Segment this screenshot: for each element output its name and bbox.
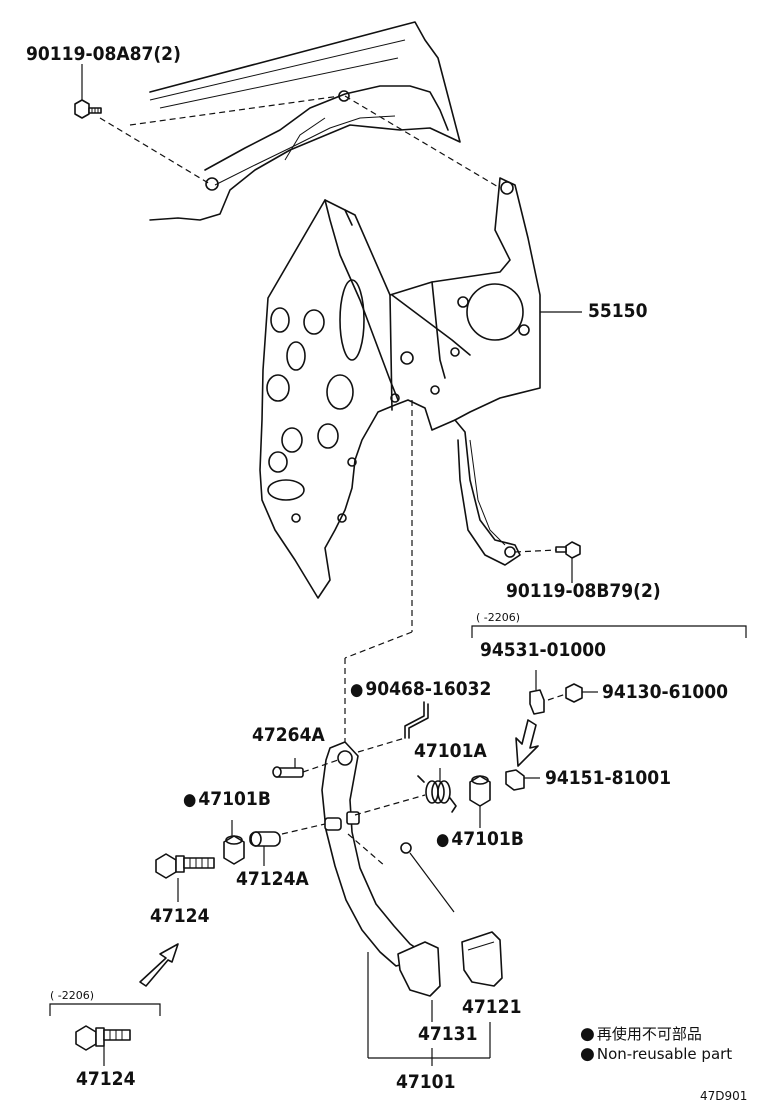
label-47101: 47101 bbox=[396, 1071, 456, 1093]
label-55150: 55150 bbox=[588, 300, 648, 322]
bushing-sleeve-bolt bbox=[139, 820, 326, 987]
label-47264a: 47264A bbox=[252, 724, 325, 746]
label-94531-01000: 94531-01000 bbox=[480, 639, 607, 661]
label-94130-61000: 94130-61000 bbox=[602, 681, 729, 703]
label-47124-lower: 47124 bbox=[76, 1068, 136, 1090]
clip-nut-set bbox=[505, 670, 598, 791]
pedal-bracket bbox=[259, 177, 541, 599]
bolt-47124-lower bbox=[75, 1025, 131, 1066]
label-90468-16032: 90468-16032 bbox=[350, 680, 491, 699]
label-90119-08b79: 90119-08B79(2) bbox=[506, 580, 661, 602]
label-90119-08a87: 90119-08A87(2) bbox=[26, 43, 181, 65]
label-47124-upper: 47124 bbox=[150, 905, 210, 927]
label-47101a: 47101A bbox=[414, 740, 487, 762]
brake-pedal-arm bbox=[321, 741, 503, 997]
bolt-90119-08b79 bbox=[514, 541, 581, 583]
label-47131: 47131 bbox=[418, 1023, 478, 1045]
legend-line-en: Non-reusable part bbox=[580, 1046, 732, 1063]
dash-panel bbox=[149, 21, 461, 221]
label-47124a: 47124A bbox=[236, 868, 309, 890]
date-bracket-upper bbox=[471, 625, 747, 638]
diagram-code: 47D901 bbox=[700, 1089, 748, 1103]
pin-and-spring bbox=[272, 701, 491, 828]
bolt-90119-08a87 bbox=[74, 95, 501, 189]
label-47101b-right: 47101B bbox=[436, 830, 524, 849]
date-bracket-lower bbox=[49, 1003, 161, 1016]
label-date-range-lower: ( -2206) bbox=[50, 989, 95, 1002]
label-94151-81001: 94151-81001 bbox=[545, 767, 672, 789]
label-47101b-left: 47101B bbox=[183, 790, 271, 809]
label-date-range-upper: ( -2206) bbox=[476, 611, 521, 624]
label-47121: 47121 bbox=[462, 996, 522, 1018]
assembly-group-lines bbox=[367, 952, 491, 1066]
legend-line-jp: 再使用不可部品 bbox=[580, 1026, 702, 1043]
